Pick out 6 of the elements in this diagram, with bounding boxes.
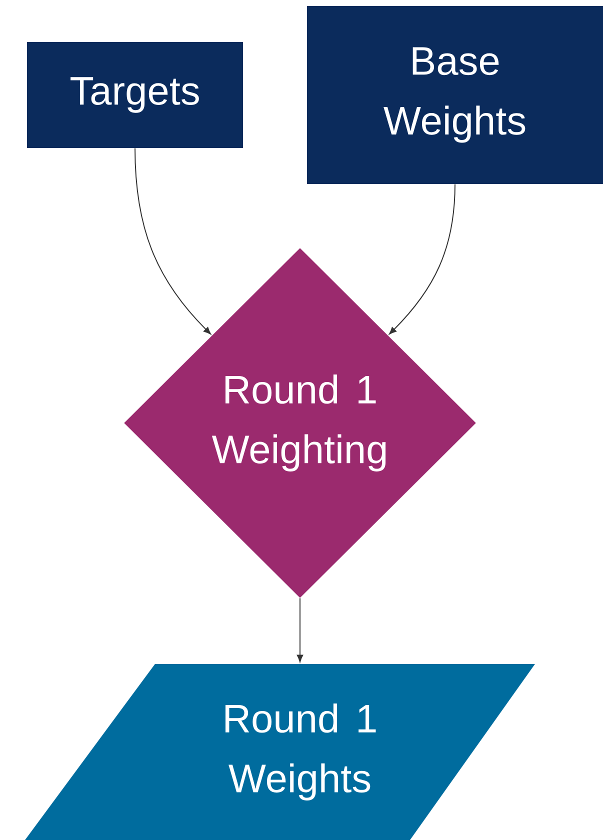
arrow bbox=[389, 184, 456, 334]
process-box: Targets bbox=[27, 42, 243, 148]
arrow bbox=[134, 148, 211, 334]
data-parallelogram: Round 1 Weights bbox=[25, 664, 535, 840]
arrow bbox=[296, 598, 304, 662]
process-box: Base Weights bbox=[307, 6, 603, 184]
